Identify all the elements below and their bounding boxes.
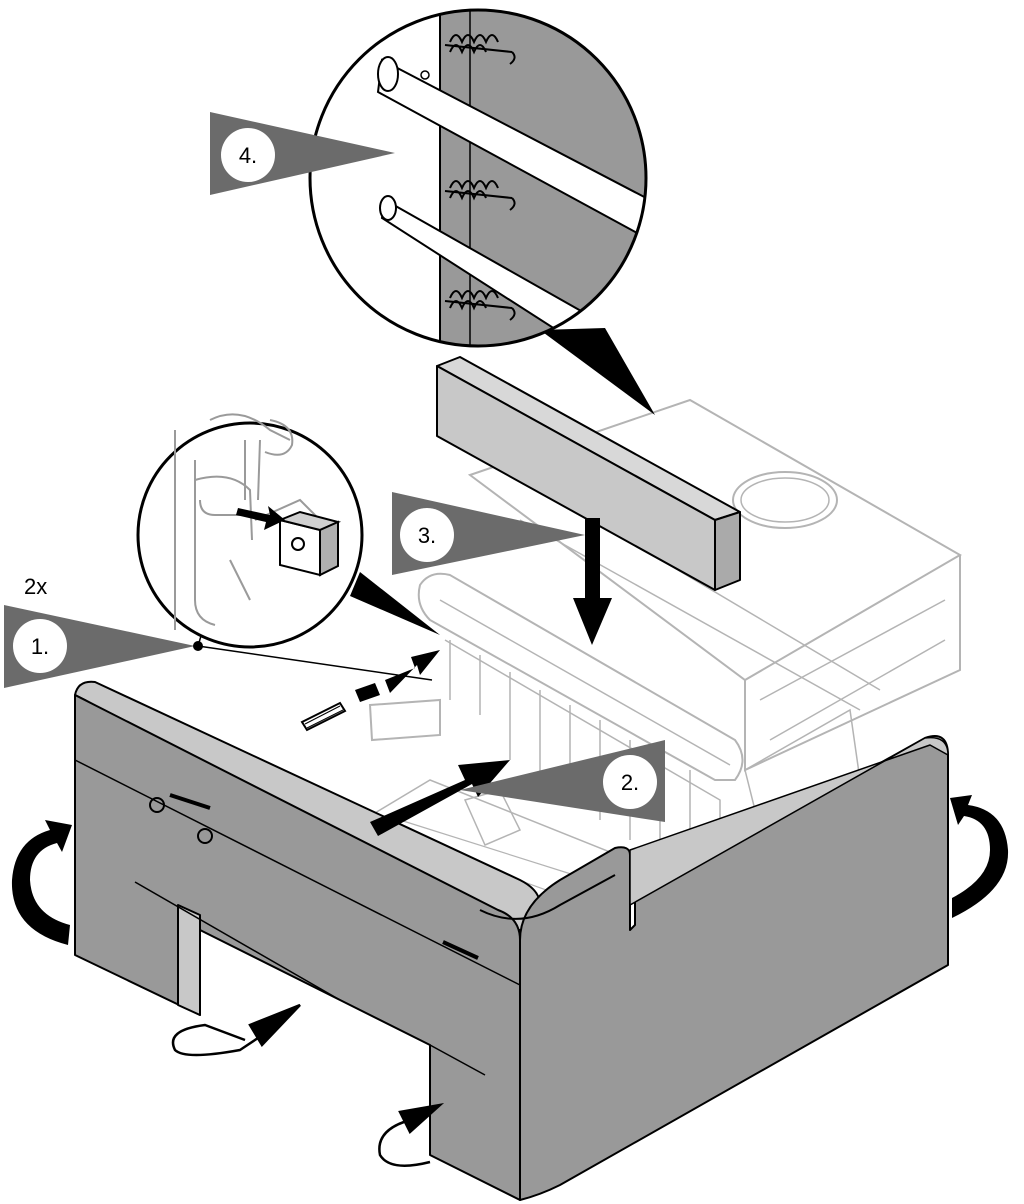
spring-detail bbox=[308, 8, 655, 415]
leader-dot bbox=[193, 641, 203, 651]
step-3-label: 3. bbox=[418, 523, 436, 548]
clip-detail bbox=[136, 413, 440, 649]
rotate-arrow-icon bbox=[11, 820, 72, 945]
boiler-side bbox=[744, 555, 961, 772]
spring-icon bbox=[444, 290, 516, 321]
panel-hole-1 bbox=[149, 797, 165, 813]
header-pipe bbox=[417, 572, 744, 781]
step-2-badge bbox=[603, 755, 657, 809]
flue-ring bbox=[732, 471, 838, 529]
step-4-badge bbox=[221, 128, 275, 182]
step-1-badge bbox=[13, 619, 67, 673]
push-arrow-icon bbox=[171, 1003, 301, 1057]
panel-opening bbox=[177, 904, 201, 1016]
clip-part bbox=[276, 510, 342, 577]
push-arrow-icon bbox=[355, 650, 440, 702]
step-2-label: 2. bbox=[621, 770, 639, 795]
step-3-badge bbox=[400, 508, 454, 562]
casing-panels bbox=[74, 680, 949, 1201]
step-4-pointer: 4. bbox=[210, 112, 395, 195]
step-1-label: 1. bbox=[31, 634, 49, 659]
quantity-label: 2x bbox=[24, 574, 47, 599]
panel-details bbox=[74, 759, 521, 1076]
push-arrow-icon bbox=[378, 1103, 445, 1167]
lower-pipe bbox=[368, 698, 441, 742]
rotate-arrow-icon bbox=[950, 795, 1009, 918]
spring-icon bbox=[444, 34, 516, 65]
valve-cluster bbox=[463, 789, 522, 846]
spring-icon bbox=[444, 180, 516, 211]
step-4-label: 4. bbox=[239, 143, 257, 168]
step-3-pointer: 3. bbox=[392, 492, 585, 575]
down-arrow-icon bbox=[573, 518, 612, 645]
insulation-block bbox=[436, 356, 741, 591]
side-panel-right bbox=[519, 735, 949, 1201]
pin-part bbox=[300, 701, 347, 732]
step-2-pointer: 2. bbox=[460, 740, 665, 822]
push-arrow-icon bbox=[370, 760, 510, 836]
panel-hole-2 bbox=[197, 828, 213, 844]
